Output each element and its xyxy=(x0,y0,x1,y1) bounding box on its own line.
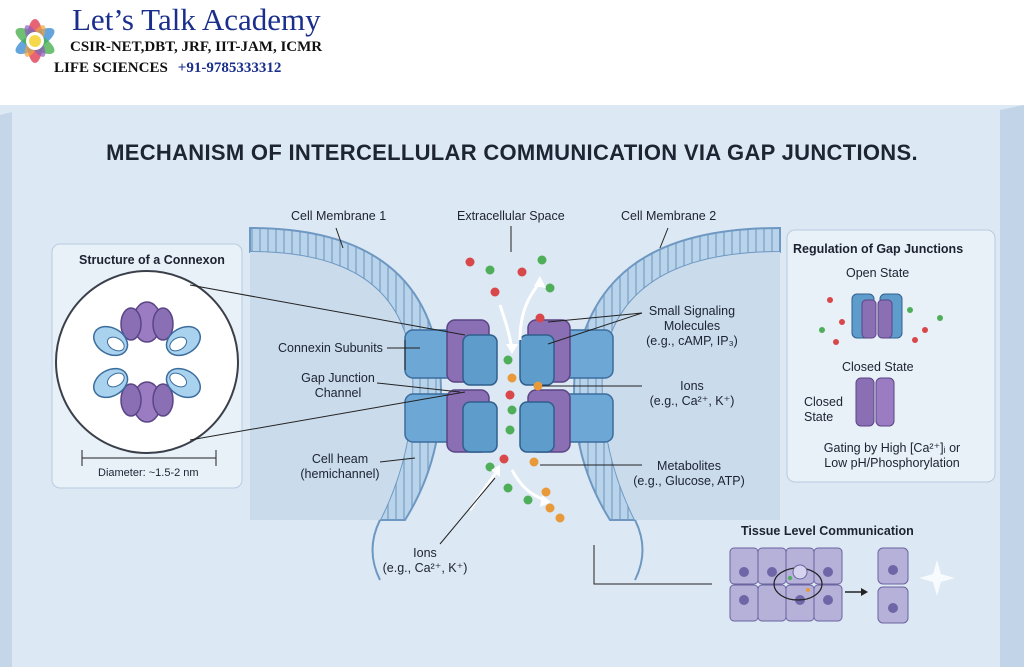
ions-right-label: Ions (e.g., Ca²⁺, K⁺) xyxy=(642,379,742,409)
closed-side-line1: Closed xyxy=(804,395,843,409)
hemichannel-label: Cell heam (hemichannel) xyxy=(298,452,382,482)
diagram-title: MECHANISM OF INTERCELLULAR COMMUNICATION… xyxy=(106,140,918,165)
closed-state-label: Closed State xyxy=(842,360,914,374)
page-edge-right xyxy=(1000,105,1024,667)
signaling-line2: Molecules xyxy=(663,319,721,333)
exam-list: CSIR-NET,DBT, JRF, IIT-JAM, ICMR xyxy=(70,39,323,55)
open-state-label: Open State xyxy=(846,266,910,280)
cell-2-interior xyxy=(602,252,780,520)
cell-membrane-1-label: Cell Membrane 1 xyxy=(291,209,387,223)
closed-side-line2: State xyxy=(804,410,834,424)
signaling-line3: (e.g., cAMP, IP₃) xyxy=(646,334,738,348)
channel-label-line2: Channel xyxy=(314,386,362,400)
academy-logo-icon xyxy=(15,19,55,63)
connexon-diameter-label: Diameter: ~1.5-2 nm xyxy=(98,467,199,479)
cell-1-interior xyxy=(250,252,413,520)
ions-bottom-line1: Ions xyxy=(413,546,437,560)
ions-bottom-label: Ions (e.g., Ca²⁺, K⁺) xyxy=(370,546,480,576)
metabolites-label: Metabolites (e.g., Glucose, ATP) xyxy=(624,459,754,489)
regulation-card xyxy=(786,229,996,483)
closed-channel-icon xyxy=(855,377,895,427)
zoom-line-bottom xyxy=(189,391,466,441)
page-edge-left xyxy=(0,112,12,667)
molecules xyxy=(465,255,565,523)
gating-line2: Low pH/Phosphorylation xyxy=(824,456,960,470)
connexon-circle xyxy=(55,270,239,454)
academy-name: Let’s Talk Academy xyxy=(72,2,321,37)
gating-line1: Gating by High [Ca²⁺]ᵢ or xyxy=(823,441,961,455)
regulation-title: Regulation of Gap Junctions xyxy=(793,242,964,256)
signaling-molecules-label: Small Signaling Molecules (e.g., cAMP, I… xyxy=(632,304,752,349)
right-hemichannel xyxy=(519,319,614,453)
hemichannel-line1: Cell heam xyxy=(311,452,369,466)
leader-lines xyxy=(335,226,712,585)
subject-label: LIFE SCIENCES xyxy=(54,60,168,76)
metabolites-line2: (e.g., Glucose, ATP) xyxy=(633,474,745,488)
left-hemichannel xyxy=(404,319,498,453)
ions-right-line2: (e.g., Ca²⁺, K⁺) xyxy=(649,394,735,408)
ions-bottom-line2: (e.g., Ca²⁺, K⁺) xyxy=(382,561,468,575)
closed-state-side-label: Closed State xyxy=(804,395,843,425)
hemichannel-line2: (hemichannel) xyxy=(300,467,380,481)
channel-label-line1: Gap Junction xyxy=(301,371,375,385)
connexon-ring-icon xyxy=(92,301,202,423)
phone-number: +91-9785333312 xyxy=(177,60,282,76)
metabolites-line1: Metabolites xyxy=(657,459,721,473)
extracellular-space-label: Extracellular Space xyxy=(457,209,565,223)
tissue-title: Tissue Level Communication xyxy=(741,524,914,538)
gap-junction-channel-label: Gap Junction Channel xyxy=(296,371,380,401)
subject-contact: LIFE SCIENCES +91-9785333312 xyxy=(54,60,281,77)
cell-membrane-2-label: Cell Membrane 2 xyxy=(621,209,717,223)
zoom-line-top xyxy=(189,284,466,336)
gating-label: Gating by High [Ca²⁺]ᵢ or Low pH/Phospho… xyxy=(794,441,990,471)
tissue-cells xyxy=(729,547,909,624)
connexin-subunits-label: Connexin Subunits xyxy=(278,341,383,355)
connexon-structure-title: Structure of a Connexon xyxy=(79,253,225,267)
diameter-marker xyxy=(81,450,217,466)
signaling-line1: Small Signaling xyxy=(648,304,736,318)
sparkle-icon xyxy=(919,560,955,596)
brand-header: Let’s Talk Academy CSIR-NET,DBT, JRF, II… xyxy=(0,0,420,90)
open-channel-icon xyxy=(819,293,943,345)
ions-right-line1: Ions xyxy=(680,379,704,393)
